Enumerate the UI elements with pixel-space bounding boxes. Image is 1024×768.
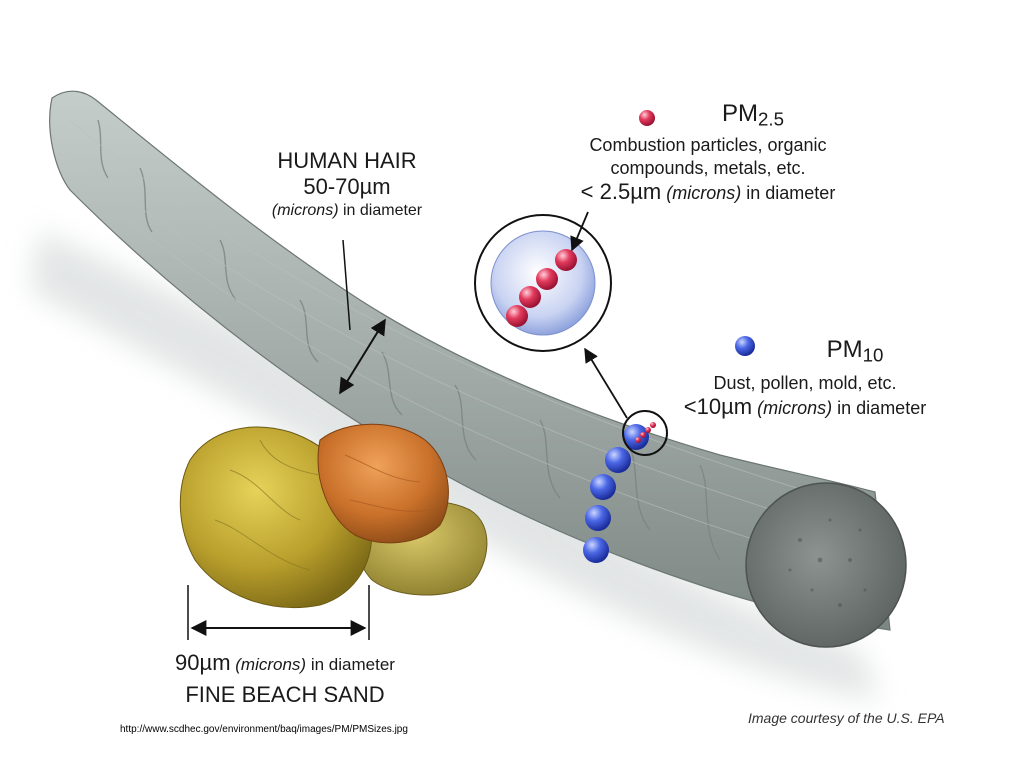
pm10-title: PM10 — [660, 335, 950, 371]
pm25-label: PM2.5 Combustion particles, organic comp… — [548, 100, 868, 205]
pm25-size: < 2.5µm (microns) in diameter — [548, 180, 868, 205]
pm10-particle — [605, 447, 631, 473]
pm10-size: <10µm (microns) in diameter — [660, 395, 950, 420]
pm10-description: Dust, pollen, mold, etc. — [660, 371, 950, 395]
pm25-title: PM2.5 — [548, 100, 868, 134]
sand-size: 90µm (microns) in diameter — [140, 648, 430, 680]
pm25-description-line2: compounds, metals, etc. — [548, 157, 868, 180]
sand-title: FINE BEACH SAND — [140, 680, 430, 710]
pm10-particle — [585, 505, 611, 531]
human-hair-size: 50-70µm — [252, 174, 442, 200]
pm10-particle — [590, 474, 616, 500]
pm10-particle — [583, 537, 609, 563]
pm10-label: PM10 Dust, pollen, mold, etc. <10µm (mic… — [660, 335, 950, 420]
image-credit: Image courtesy of the U.S. EPA — [748, 710, 945, 726]
hair-cross-section — [746, 483, 906, 647]
source-url: http://www.scdhec.gov/environment/baq/im… — [120, 724, 408, 735]
pm25-description-line1: Combustion particles, organic — [548, 134, 868, 157]
sand-label: 90µm (microns) in diameter FINE BEACH SA… — [140, 648, 430, 710]
human-hair-label: HUMAN HAIR 50-70µm (microns) in diameter — [252, 148, 442, 222]
magnify-arrow — [585, 349, 627, 418]
human-hair-diameter-note: (microns) in diameter — [252, 200, 442, 222]
human-hair-title: HUMAN HAIR — [252, 148, 442, 174]
